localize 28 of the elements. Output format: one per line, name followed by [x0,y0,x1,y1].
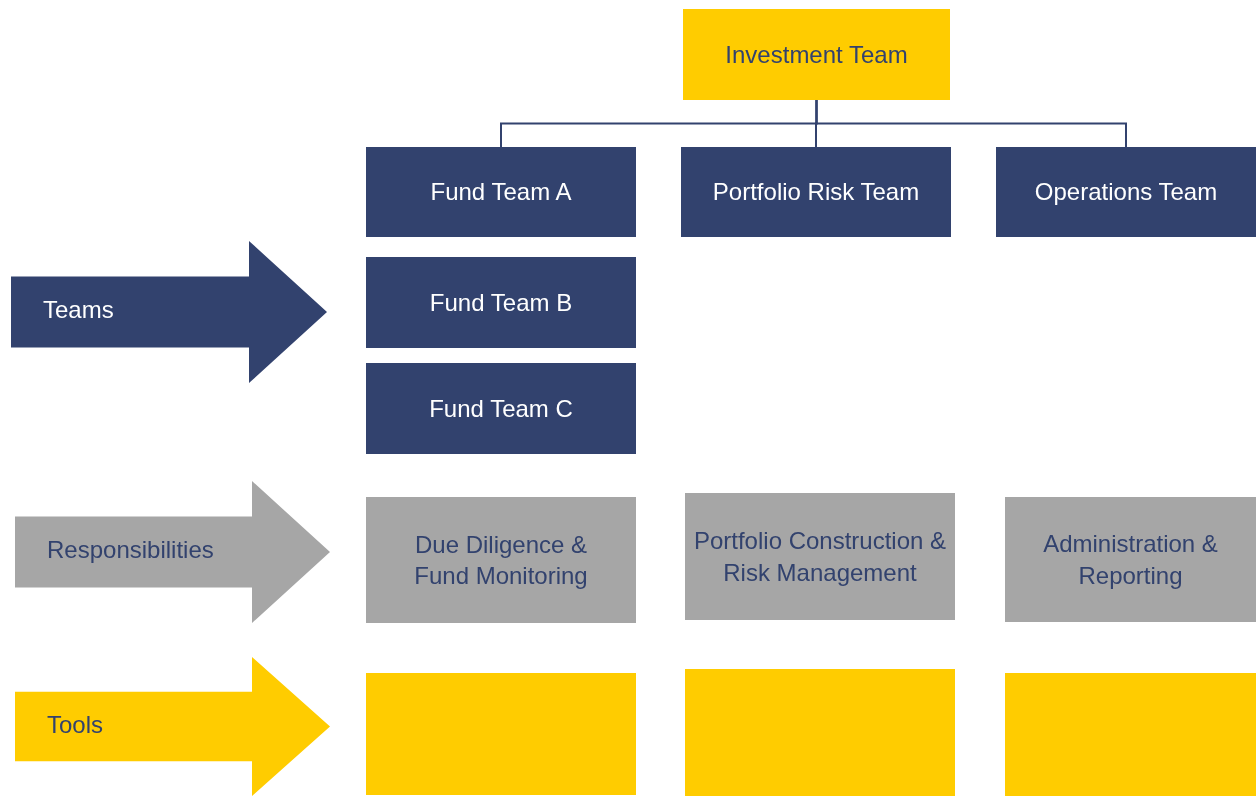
node-label: Responsibilities [46,535,215,566]
node-label: Investment Team [724,39,909,70]
node-label: Fund Team C [428,393,574,424]
node-label: Teams [42,295,115,326]
node-label: Portfolio Risk Team [711,177,921,208]
connector-line [815,99,1127,148]
row-banner [15,481,330,623]
tool-box [366,673,636,795]
node-label: Fund Team A [429,177,573,208]
node-label: Administration & Reporting [1042,529,1219,591]
responsibility-box [1005,497,1256,622]
responsibility-box [685,493,955,620]
team-box [366,147,636,237]
row-banner [11,241,327,383]
node-label: Due Diligence & Fund Monitoring [413,529,589,591]
row-banner [15,657,330,796]
node-label: Tools [46,709,105,740]
node-label: Operations Team [1033,177,1219,208]
node-label: Portfolio Construction & Risk Management [692,526,948,588]
responsibility-box [366,497,636,623]
team-box [366,363,636,454]
tool-box [685,669,955,796]
team-box [366,257,636,348]
team-box [681,147,951,237]
team-box [996,147,1256,237]
node-label: Fund Team B [428,287,574,318]
tool-box [1005,673,1256,796]
title-box [683,9,950,100]
